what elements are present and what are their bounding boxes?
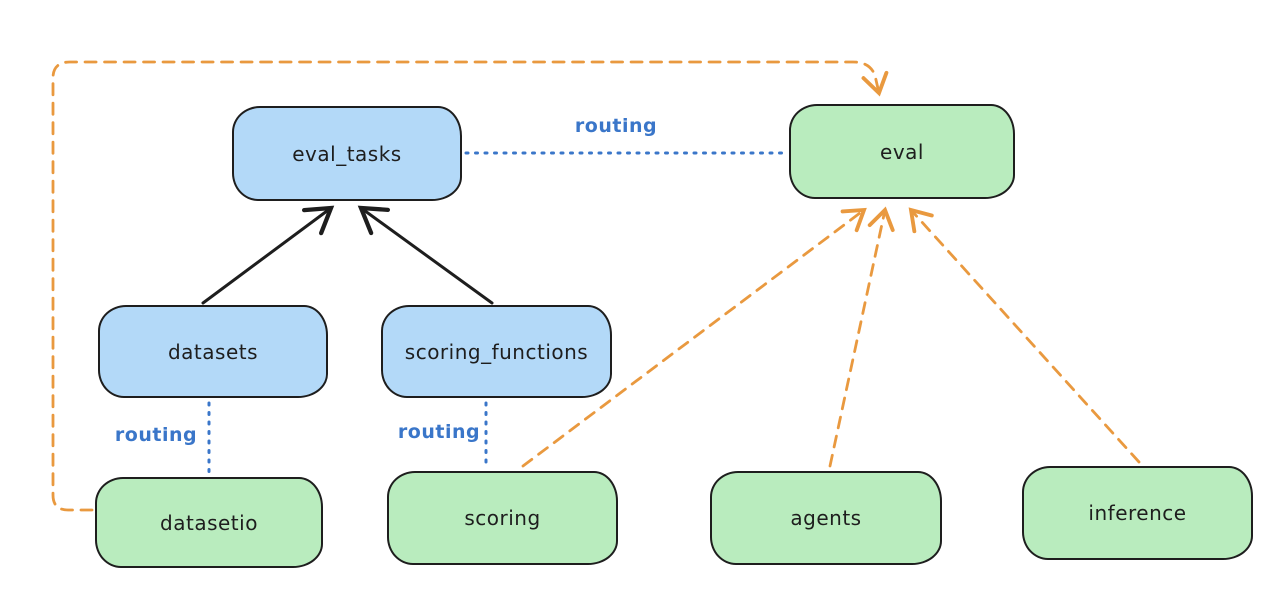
edge-agents-to-eval: [828, 206, 895, 468]
edge-label-routing-eval-tasks-eval: routing: [574, 115, 658, 137]
node-scoring-label: scoring: [464, 506, 541, 530]
node-datasets-label: datasets: [167, 339, 259, 364]
node-scoring-functions: scoring_functions: [381, 305, 612, 398]
edge-inference-to-eval: [908, 207, 1141, 464]
node-datasetio-label: datasetio: [160, 510, 258, 535]
node-scoring: scoring: [387, 471, 618, 565]
node-inference-label: inference: [1088, 501, 1187, 525]
edge-label-routing-scoring-functions-scoring: routing: [397, 421, 481, 443]
edge-label-routing-datasets-datasetio: routing: [114, 424, 198, 446]
node-datasetio: datasetio: [95, 477, 323, 568]
node-eval-label: eval: [880, 139, 924, 164]
node-eval-tasks-label: eval_tasks: [292, 141, 402, 166]
edge-scoring-to-eval: [521, 207, 867, 468]
node-agents-label: agents: [790, 506, 862, 530]
node-scoring-functions-label: scoring_functions: [404, 339, 589, 364]
node-eval: eval: [789, 104, 1015, 199]
edge-scoring-functions-to-eval-tasks: [357, 205, 494, 305]
node-eval-tasks: eval_tasks: [232, 106, 462, 201]
edge-datasets-to-eval-tasks: [201, 205, 335, 305]
node-inference: inference: [1022, 466, 1253, 560]
node-datasets: datasets: [98, 305, 328, 398]
node-agents: agents: [710, 471, 942, 565]
edge-datasetio-to-eval: [51, 60, 889, 512]
